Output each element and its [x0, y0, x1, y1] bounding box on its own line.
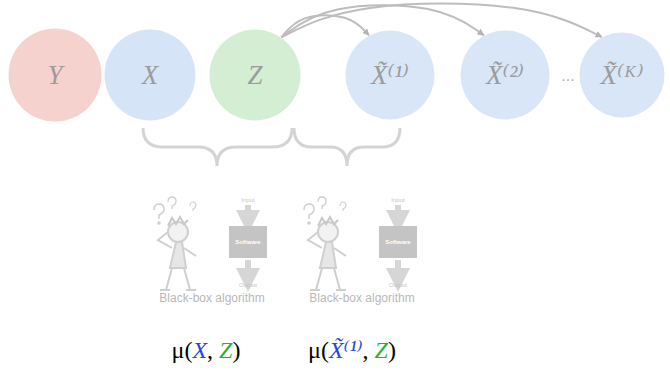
formula-part: X — [192, 337, 207, 363]
node-text-wrap: X̃⁽ᴷ⁾ — [579, 32, 665, 118]
formula-part: X̃⁽¹⁾ — [329, 337, 363, 363]
circle-shape — [105, 30, 196, 121]
dependency-arrow — [281, 3, 601, 37]
knockoff-circle: X̃⁽ᴷ⁾ — [579, 32, 665, 118]
formula-part: Z — [375, 337, 388, 363]
statistic-formula: μ(X̃⁽¹⁾, Z) — [308, 338, 396, 362]
formula-part: Z — [219, 337, 232, 363]
algorithm-caption: Black-box algorithm — [159, 292, 264, 304]
node-text-wrap: Y — [8, 28, 102, 122]
variable-name: X̃⁽¹⁾ — [371, 62, 409, 89]
circle-shape — [9, 29, 102, 122]
io-label: Output — [389, 282, 407, 288]
variable-name: X̃⁽²⁾ — [486, 62, 524, 89]
variable-name: Y — [47, 62, 62, 89]
io-label: Input — [241, 197, 254, 203]
ellipsis: ... — [561, 68, 574, 84]
node-text-wrap: Z — [209, 29, 301, 121]
software-label: Software — [235, 239, 260, 245]
formula-part: , — [207, 337, 219, 363]
variable-name: Z — [247, 62, 262, 89]
software-box — [229, 205, 267, 280]
circle-shape — [461, 31, 550, 120]
brace — [294, 128, 400, 166]
thinking-person — [154, 197, 196, 290]
formula-part: , — [363, 337, 375, 363]
node-text-wrap: X̃⁽²⁾ — [460, 30, 550, 120]
formula-part: μ( — [308, 337, 329, 363]
statistic-formula: μ(X, Z) — [172, 338, 241, 362]
formula-part: ) — [232, 337, 240, 363]
knockoff-circle: X̃⁽²⁾ — [460, 30, 550, 120]
io-label: Output — [239, 282, 257, 288]
knockoff-circle: X̃⁽¹⁾ — [345, 30, 435, 120]
brace — [143, 128, 292, 166]
formula-part: μ( — [172, 337, 193, 363]
circle-shape — [346, 31, 435, 120]
variable-circle: X — [104, 29, 196, 121]
formula-part: ) — [388, 337, 396, 363]
node-text-wrap: X — [104, 29, 196, 121]
software-label: Software — [385, 239, 410, 245]
circle-shape — [580, 33, 665, 118]
circle-shape — [210, 30, 301, 121]
software-box — [379, 205, 417, 280]
variable-circle: Z — [209, 29, 301, 121]
variable-circle: Y — [8, 28, 102, 122]
algorithm-caption: Black-box algorithm — [309, 292, 414, 304]
io-label: Input — [391, 197, 404, 203]
thinking-person — [304, 197, 346, 290]
node-text-wrap: X̃⁽¹⁾ — [345, 30, 435, 120]
variable-name: X — [142, 62, 159, 89]
variable-name: X̃⁽ᴷ⁾ — [600, 62, 643, 89]
